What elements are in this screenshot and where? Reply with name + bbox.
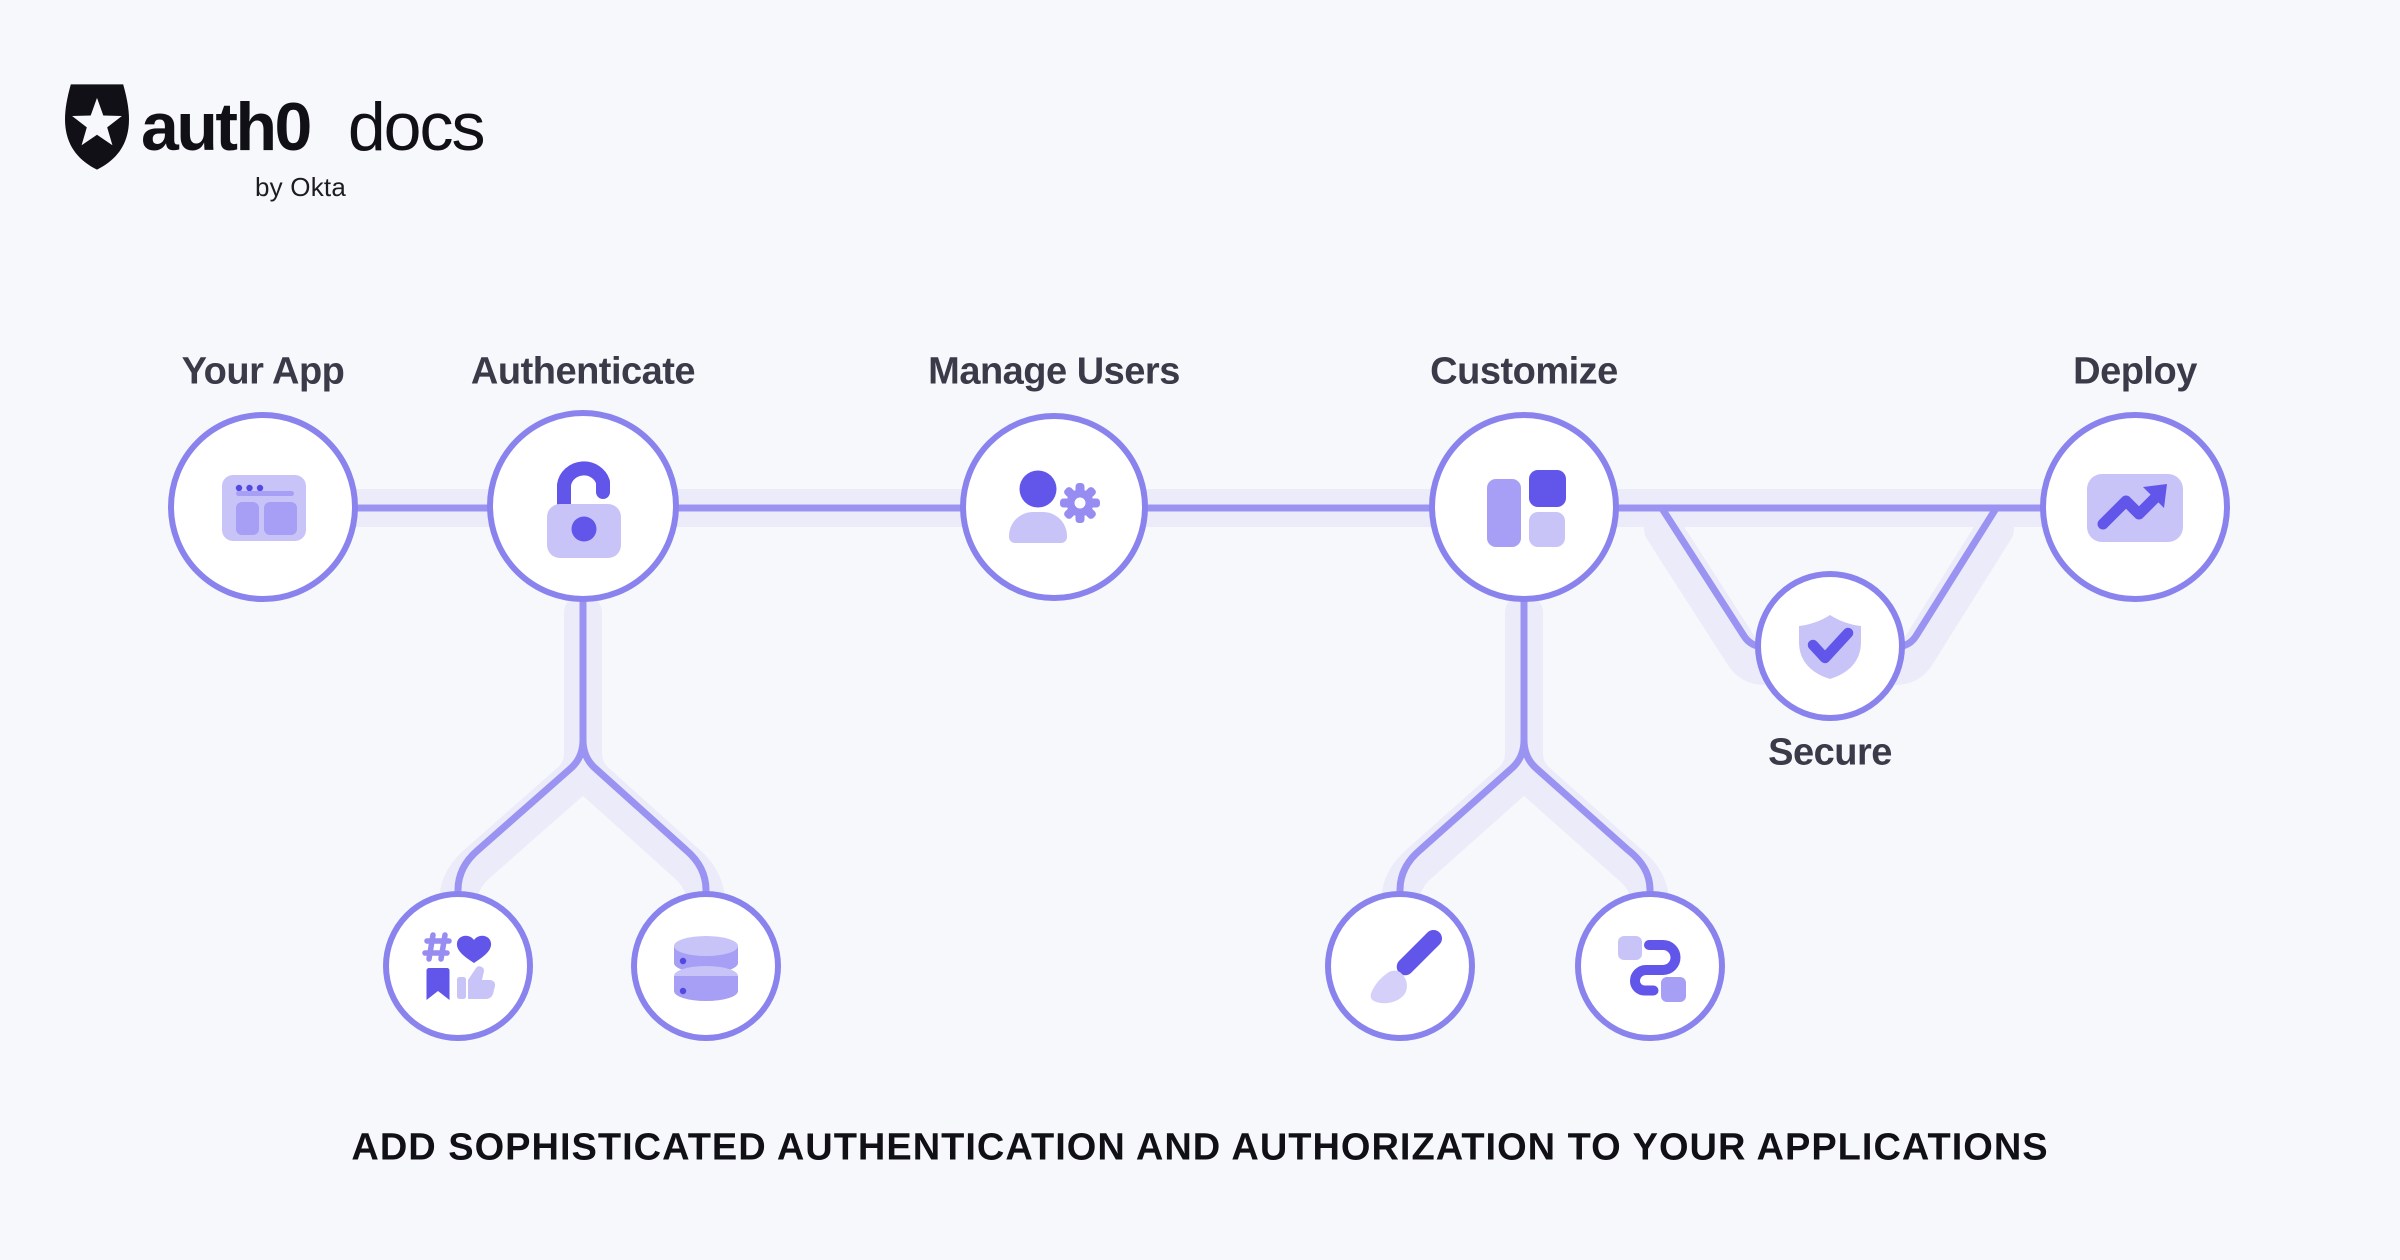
thumbs-up-icon: [457, 966, 496, 1000]
gear-icon: [1060, 483, 1100, 523]
subnode-social: [383, 891, 533, 1041]
label-your-app: Your App: [181, 350, 345, 393]
database-icon: [674, 936, 738, 1001]
connector-line-layer: [259, 504, 2139, 898]
logo-byline: by Okta: [255, 172, 346, 202]
subnode-workflow: [1575, 891, 1725, 1041]
user-gear-icon: [1009, 470, 1100, 543]
node-manage-users: [960, 413, 1148, 601]
trend-up-chart-icon: [2087, 474, 2183, 542]
auth0-docs-logo[interactable]: auth0 docs: [65, 84, 486, 170]
shield-check-icon: [1799, 615, 1861, 679]
auth0-shield-star-icon: [65, 84, 129, 170]
logo-brand-text: auth0: [141, 89, 312, 165]
label-deploy: Deploy: [2073, 350, 2197, 393]
social-engagement-icon: [422, 932, 496, 1000]
logo-product-text: docs: [347, 89, 486, 165]
tagline: ADD SOPHISTICATED AUTHENTICATION AND AUT…: [351, 1126, 2049, 1169]
label-customize: Customize: [1430, 350, 1618, 393]
label-secure: Secure: [1768, 731, 1892, 774]
layout-blocks-icon: [1487, 470, 1566, 547]
hashtag-icon: [422, 932, 452, 962]
browser-window-icon: [222, 475, 306, 541]
node-deploy: [2040, 412, 2230, 602]
workflow-route-icon: [1618, 936, 1686, 1002]
heart-icon: [456, 935, 492, 963]
node-authenticate: [487, 410, 679, 602]
subnode-paintbrush: [1325, 891, 1475, 1041]
label-authenticate: Authenticate: [470, 350, 696, 393]
subnode-database: [631, 891, 781, 1041]
node-secure: [1755, 571, 1905, 721]
paintbrush-icon: [1370, 930, 1442, 1004]
node-your-app: [168, 412, 358, 602]
label-manage-users: Manage Users: [928, 350, 1180, 393]
node-customize: [1429, 412, 1619, 602]
unlock-icon: [547, 461, 621, 558]
bookmark-icon: [426, 968, 450, 1000]
